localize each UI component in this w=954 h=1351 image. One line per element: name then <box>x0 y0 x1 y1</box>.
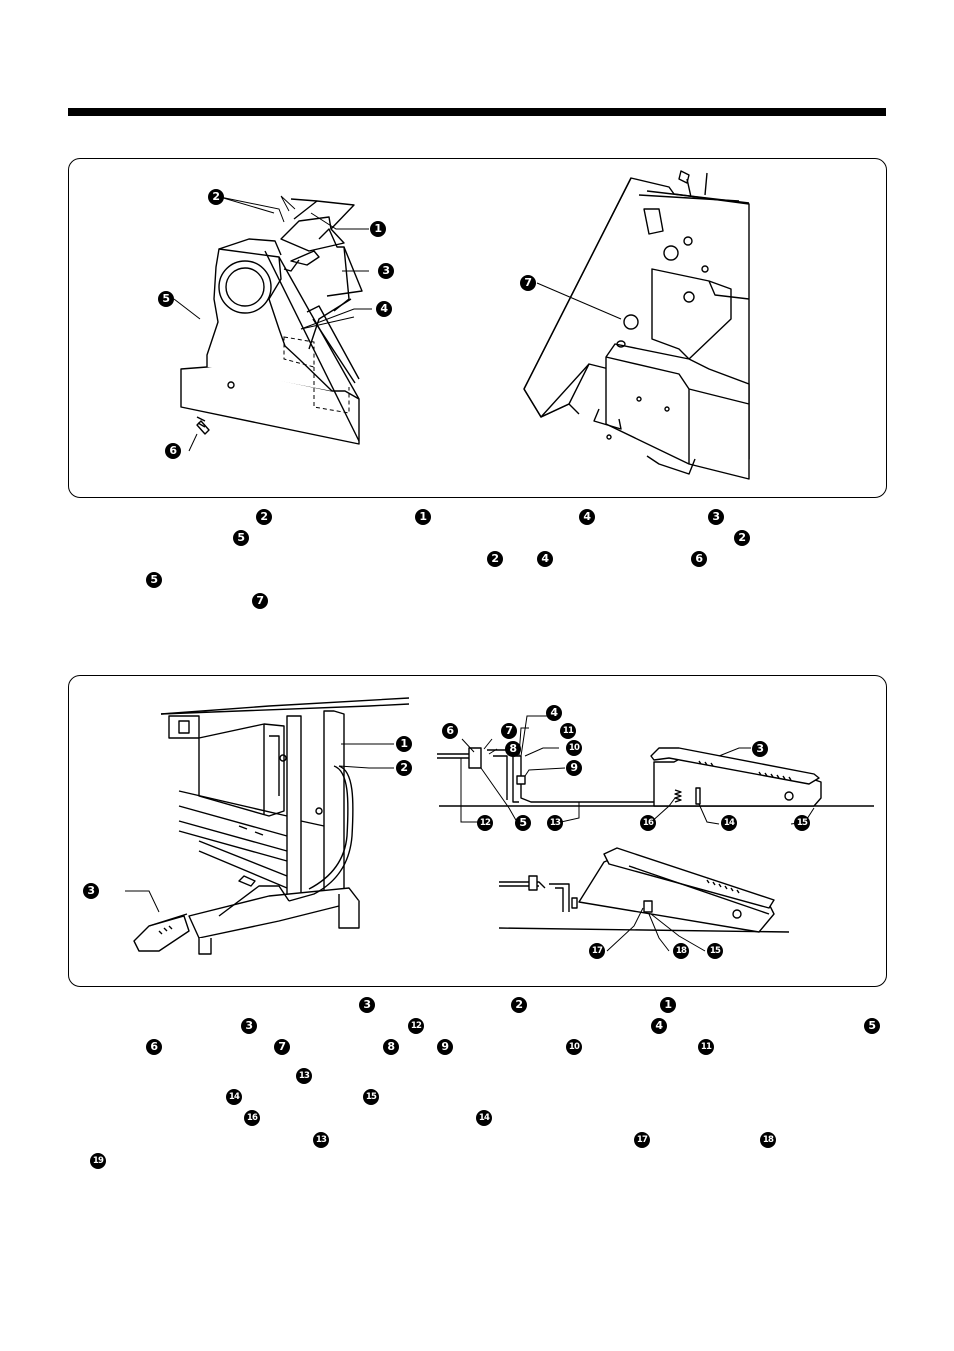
text-marker-2c: 2 <box>487 551 503 567</box>
text-marker-7b: 7 <box>274 1039 290 1055</box>
marker-7: 7 <box>520 275 536 291</box>
marker-12: 12 <box>477 815 493 831</box>
text-marker-16: 16 <box>244 1110 260 1126</box>
text-marker-12: 12 <box>408 1018 424 1034</box>
text-marker-3: 3 <box>708 509 724 525</box>
text-marker-15: 15 <box>363 1089 379 1105</box>
text-marker-4b: 4 <box>537 551 553 567</box>
text-marker-14b: 14 <box>476 1110 492 1126</box>
marker-1b: 1 <box>396 736 412 752</box>
text-marker-5b: 5 <box>146 572 162 588</box>
text-marker-3b: 3 <box>359 997 375 1013</box>
marker-2b: 2 <box>396 760 412 776</box>
marker-1: 1 <box>370 221 386 237</box>
text-marker-2d: 2 <box>511 997 527 1013</box>
text-marker-7: 7 <box>252 593 268 609</box>
table-stand-drawing <box>133 697 410 955</box>
marker-11: 11 <box>560 723 576 739</box>
marker-6b: 6 <box>442 723 458 739</box>
text-marker-18: 18 <box>760 1132 776 1148</box>
marker-3b: 3 <box>83 883 99 899</box>
marker-14: 14 <box>721 815 737 831</box>
machine-head-drawing <box>523 170 750 480</box>
text-marker-4c: 4 <box>651 1018 667 1034</box>
marker-18: 18 <box>673 943 689 959</box>
text-marker-4: 4 <box>579 509 595 525</box>
text-marker-17: 17 <box>634 1132 650 1148</box>
text-marker-9: 9 <box>437 1039 453 1055</box>
marker-15: 15 <box>794 815 810 831</box>
marker-9: 9 <box>566 760 582 776</box>
marker-3: 3 <box>378 263 394 279</box>
marker-15b: 15 <box>707 943 723 959</box>
text-marker-13: 13 <box>296 1068 312 1084</box>
text-marker-10: 10 <box>566 1039 582 1055</box>
pedal-installation-illustration <box>125 697 874 955</box>
text-marker-8: 8 <box>383 1039 399 1055</box>
header-rule <box>68 108 886 116</box>
marker-6: 6 <box>165 443 181 459</box>
text-marker-1: 1 <box>415 509 431 525</box>
text-marker-2: 2 <box>256 509 272 525</box>
marker-16: 16 <box>640 815 656 831</box>
marker-17: 17 <box>589 943 605 959</box>
pedal-tilted-view <box>498 847 790 933</box>
text-marker-2b: 2 <box>734 530 750 546</box>
text-marker-1b: 1 <box>660 997 676 1013</box>
text-marker-13b: 13 <box>313 1132 329 1148</box>
marker-10: 10 <box>566 740 582 756</box>
marker-5: 5 <box>158 291 174 307</box>
text-marker-11: 11 <box>698 1039 714 1055</box>
text-marker-6: 6 <box>691 551 707 567</box>
unit-cover-illustration <box>173 170 750 480</box>
figure-panel-top: 2 1 3 4 5 6 7 <box>68 158 887 498</box>
text-marker-5c: 5 <box>864 1018 880 1034</box>
text-marker-5: 5 <box>233 530 249 546</box>
belt-cover-drawing <box>180 195 363 445</box>
marker-4: 4 <box>376 301 392 317</box>
text-marker-19: 19 <box>90 1153 106 1169</box>
marker-4b: 4 <box>546 705 562 721</box>
marker-8: 8 <box>505 741 521 757</box>
text-marker-3c: 3 <box>241 1018 257 1034</box>
pedal-side-view <box>437 747 874 807</box>
text-marker-14: 14 <box>226 1089 242 1105</box>
marker-7b: 7 <box>501 723 517 739</box>
text-marker-6b: 6 <box>146 1039 162 1055</box>
figure-panel-bottom: 1 2 3 6 7 8 4 11 10 9 3 12 5 13 16 14 15… <box>68 675 887 987</box>
marker-13: 13 <box>547 815 563 831</box>
marker-2: 2 <box>208 189 224 205</box>
marker-3c: 3 <box>752 741 768 757</box>
marker-5b: 5 <box>515 815 531 831</box>
